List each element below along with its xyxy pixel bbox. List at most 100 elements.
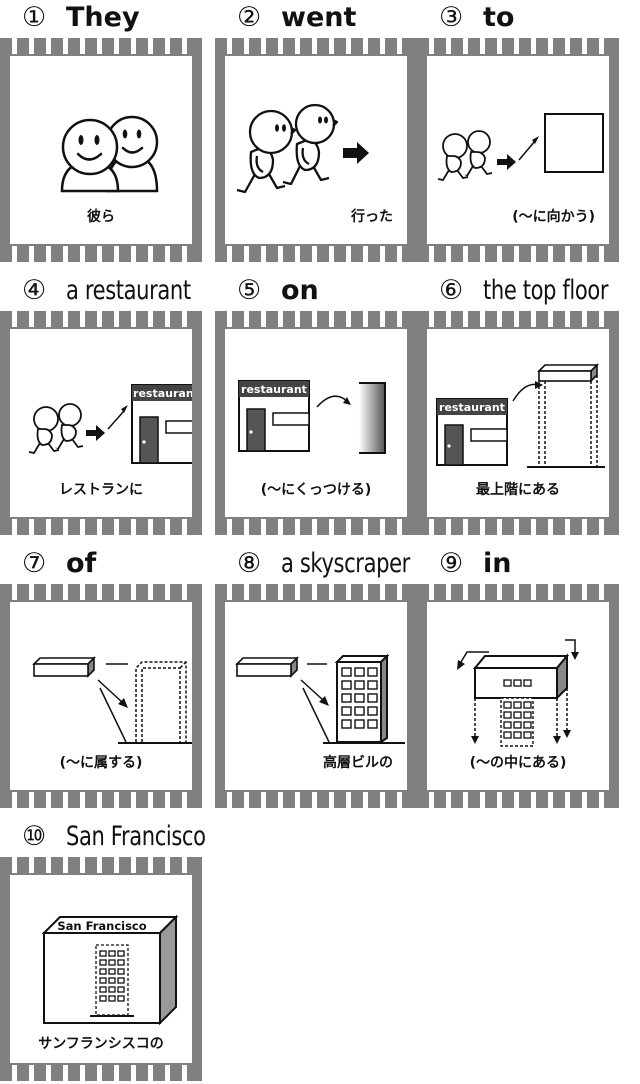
cell-4: ④ a restaurant restaurant (0, 273, 202, 538)
cell-number: ⑦ (22, 548, 47, 579)
caption: レストランに (59, 482, 143, 498)
film-perforation (4, 246, 198, 262)
they-illustration (60, 115, 159, 193)
cell-title: ⑦ of (22, 546, 96, 584)
cell-number: ⑧ (237, 548, 262, 579)
cell-word: They (66, 2, 140, 33)
film-panel: restaurant レストランに (10, 329, 192, 517)
film-perforation (219, 584, 413, 600)
cell-number: ⑥ (439, 275, 464, 306)
film-perforation (219, 519, 413, 535)
cell-number: ⑤ (237, 275, 262, 306)
cell-title: ⑧ a skyscraper (237, 546, 446, 584)
caption: 高層ビルの (323, 755, 393, 771)
film-panel: San Francisco サンフランシスコの (10, 875, 192, 1063)
cell-10: ⑩ San Francisco San Francisco (0, 819, 206, 1084)
film-frame: 行った (215, 38, 417, 262)
skyscraper-illustration (235, 653, 405, 744)
on-illustration: restaurant (238, 380, 386, 454)
city-sign: San Francisco (57, 919, 146, 933)
cell-number: ① (22, 2, 47, 33)
cell-title: ③ to (439, 0, 514, 38)
cell-title: ⑤ on (237, 273, 319, 311)
film-panel: (〜に属する) (10, 602, 192, 790)
film-panel: 行った (225, 56, 407, 244)
cell-number: ⑨ (439, 548, 464, 579)
san-francisco-illustration: San Francisco (41, 914, 179, 1026)
film-panel: restaurant (〜にくっつける) (225, 329, 407, 517)
film-frame: (〜の中にある) (417, 584, 619, 808)
caption: (〜にくっつける) (260, 482, 372, 498)
film-perforation (421, 584, 615, 600)
film-perforation (421, 792, 615, 808)
in-illustration (457, 639, 579, 747)
cell-title: ① They (22, 0, 140, 38)
cell-number: ④ (22, 275, 47, 306)
cell-title: ⑨ in (439, 546, 511, 584)
film-perforation (4, 1065, 198, 1081)
cell-word: on (281, 275, 319, 306)
cell-title: ④ a restaurant (22, 273, 226, 311)
film-perforation (4, 519, 198, 535)
film-perforation (4, 857, 198, 873)
caption: サンフランシスコの (38, 1036, 164, 1052)
caption: 彼ら (87, 209, 115, 225)
film-panel: 高層ビルの (225, 602, 407, 790)
caption: (〜に属する) (59, 755, 143, 771)
cell-number: ② (237, 2, 262, 33)
film-perforation (4, 38, 198, 54)
cell-word: of (66, 548, 97, 579)
caption: (〜の中にある) (469, 755, 567, 771)
cell-word: the top floor (483, 275, 609, 306)
cell-9: ⑨ in (417, 546, 619, 811)
film-panel: restaurant 最上階にある (427, 329, 609, 517)
film-perforation (4, 792, 198, 808)
film-frame: restaurant 最上階にある (417, 311, 619, 535)
film-frame: (〜に属する) (0, 584, 202, 808)
film-frame: restaurant (〜にくっつける) (215, 311, 417, 535)
film-perforation (421, 519, 615, 535)
of-illustration (32, 656, 192, 744)
cell-title: ⑥ the top floor (439, 273, 640, 311)
caption: 最上階にある (476, 482, 560, 498)
cell-3: ③ to (〜に向かう) (417, 0, 619, 265)
restaurant-sign: restaurant (241, 383, 307, 396)
cell-title: ⑩ San Francisco (22, 819, 245, 857)
film-perforation (219, 38, 413, 54)
top-floor-illustration: restaurant (436, 363, 605, 468)
to-illustration (437, 113, 604, 182)
film-frame: San Francisco サンフランシスコの (0, 857, 202, 1081)
film-perforation (421, 38, 615, 54)
walking-people-illustration (236, 103, 369, 194)
caption: (〜に向かう) (512, 209, 595, 225)
film-perforation (421, 246, 615, 262)
restaurant-sign: restaurant (133, 387, 192, 400)
cell-word: San Francisco (66, 821, 206, 852)
film-frame: 彼ら (0, 38, 202, 262)
caption: 行った (351, 209, 393, 225)
film-perforation (4, 311, 198, 327)
cell-6: ⑥ the top floor restaurant (417, 273, 619, 538)
cell-1: ① They 彼ら (0, 0, 202, 265)
film-frame: 高層ビルの (215, 584, 417, 808)
cell-7: ⑦ of (〜に属する) (0, 546, 202, 811)
cell-number: ③ (439, 2, 464, 33)
film-panel: (〜の中にある) (427, 602, 609, 790)
restaurant-sign: restaurant (439, 401, 505, 414)
film-perforation (4, 584, 198, 600)
cell-word: a skyscraper (281, 548, 410, 579)
cell-word: to (483, 2, 515, 33)
film-perforation (219, 792, 413, 808)
film-perforation (219, 311, 413, 327)
film-panel: (〜に向かう) (427, 56, 609, 244)
film-frame: restaurant レストランに (0, 311, 202, 535)
cell-word: in (483, 548, 512, 579)
restaurant-illustration: restaurant (28, 384, 192, 464)
cell-8: ⑧ a skyscraper (215, 546, 417, 811)
cell-number: ⑩ (22, 821, 47, 852)
film-perforation (421, 311, 615, 327)
cell-word: a restaurant (66, 275, 191, 306)
film-perforation (219, 246, 413, 262)
